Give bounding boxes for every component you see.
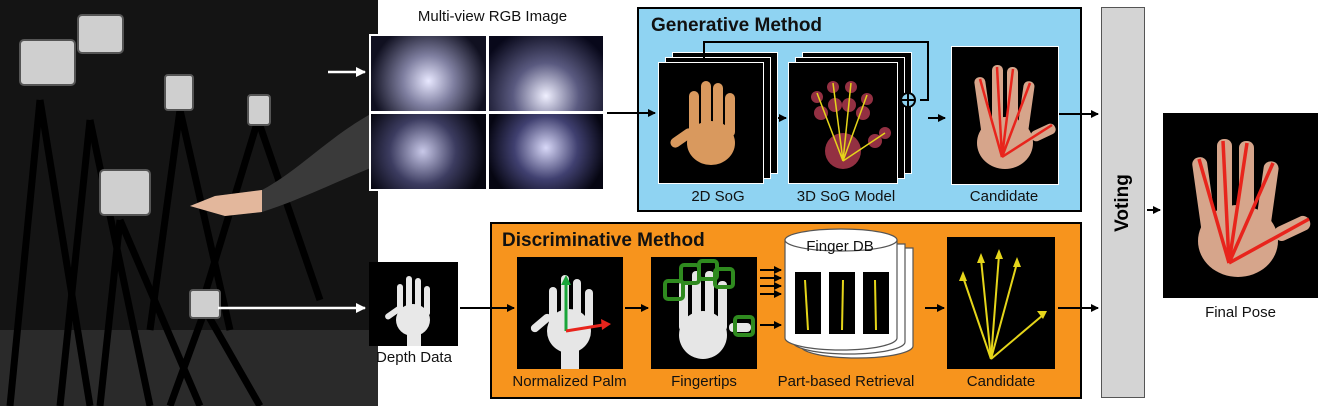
depth-image [369, 262, 458, 346]
generative-candidate-image [951, 46, 1059, 185]
retrieval-label: Part-based Retrieval [777, 373, 915, 390]
sog3d-image [788, 62, 898, 184]
view-2 [489, 36, 603, 111]
fingertips-image [651, 257, 757, 369]
finger-db [783, 228, 923, 363]
multiview-rgb-grid [369, 34, 605, 191]
sog3d-stack [788, 52, 913, 184]
normalized-palm-image [517, 257, 623, 369]
sog2d-stack [658, 52, 778, 184]
depth-hand-silhouette [385, 276, 430, 346]
fingertips-label: Fingertips [671, 373, 737, 390]
sog2d-label: 2D SoG [691, 188, 745, 205]
view-3 [371, 114, 486, 189]
discriminative-candidate-image [947, 237, 1055, 369]
sog3d-label: 3D SoG Model [796, 188, 896, 205]
multiview-label: Multi-view RGB Image [417, 8, 568, 25]
discriminative-candidate-label: Candidate [966, 373, 1036, 390]
view-1 [371, 36, 486, 111]
camera-rig-photo [0, 0, 378, 406]
final-pose-label: Final Pose [1205, 304, 1276, 321]
generative-candidate-label: Candidate [969, 188, 1039, 205]
view-4 [489, 114, 603, 189]
final-pose-image [1163, 113, 1318, 298]
discriminative-title: Discriminative Method [502, 230, 705, 251]
depth-label: Depth Data [376, 349, 452, 366]
sog2d-image [658, 62, 764, 184]
finger-db-label: Finger DB [806, 238, 874, 255]
voting-bar: Voting [1101, 7, 1145, 398]
normalized-palm-label: Normalized Palm [512, 373, 627, 390]
generative-title: Generative Method [651, 15, 823, 36]
camera-rig-illustration [0, 0, 378, 406]
